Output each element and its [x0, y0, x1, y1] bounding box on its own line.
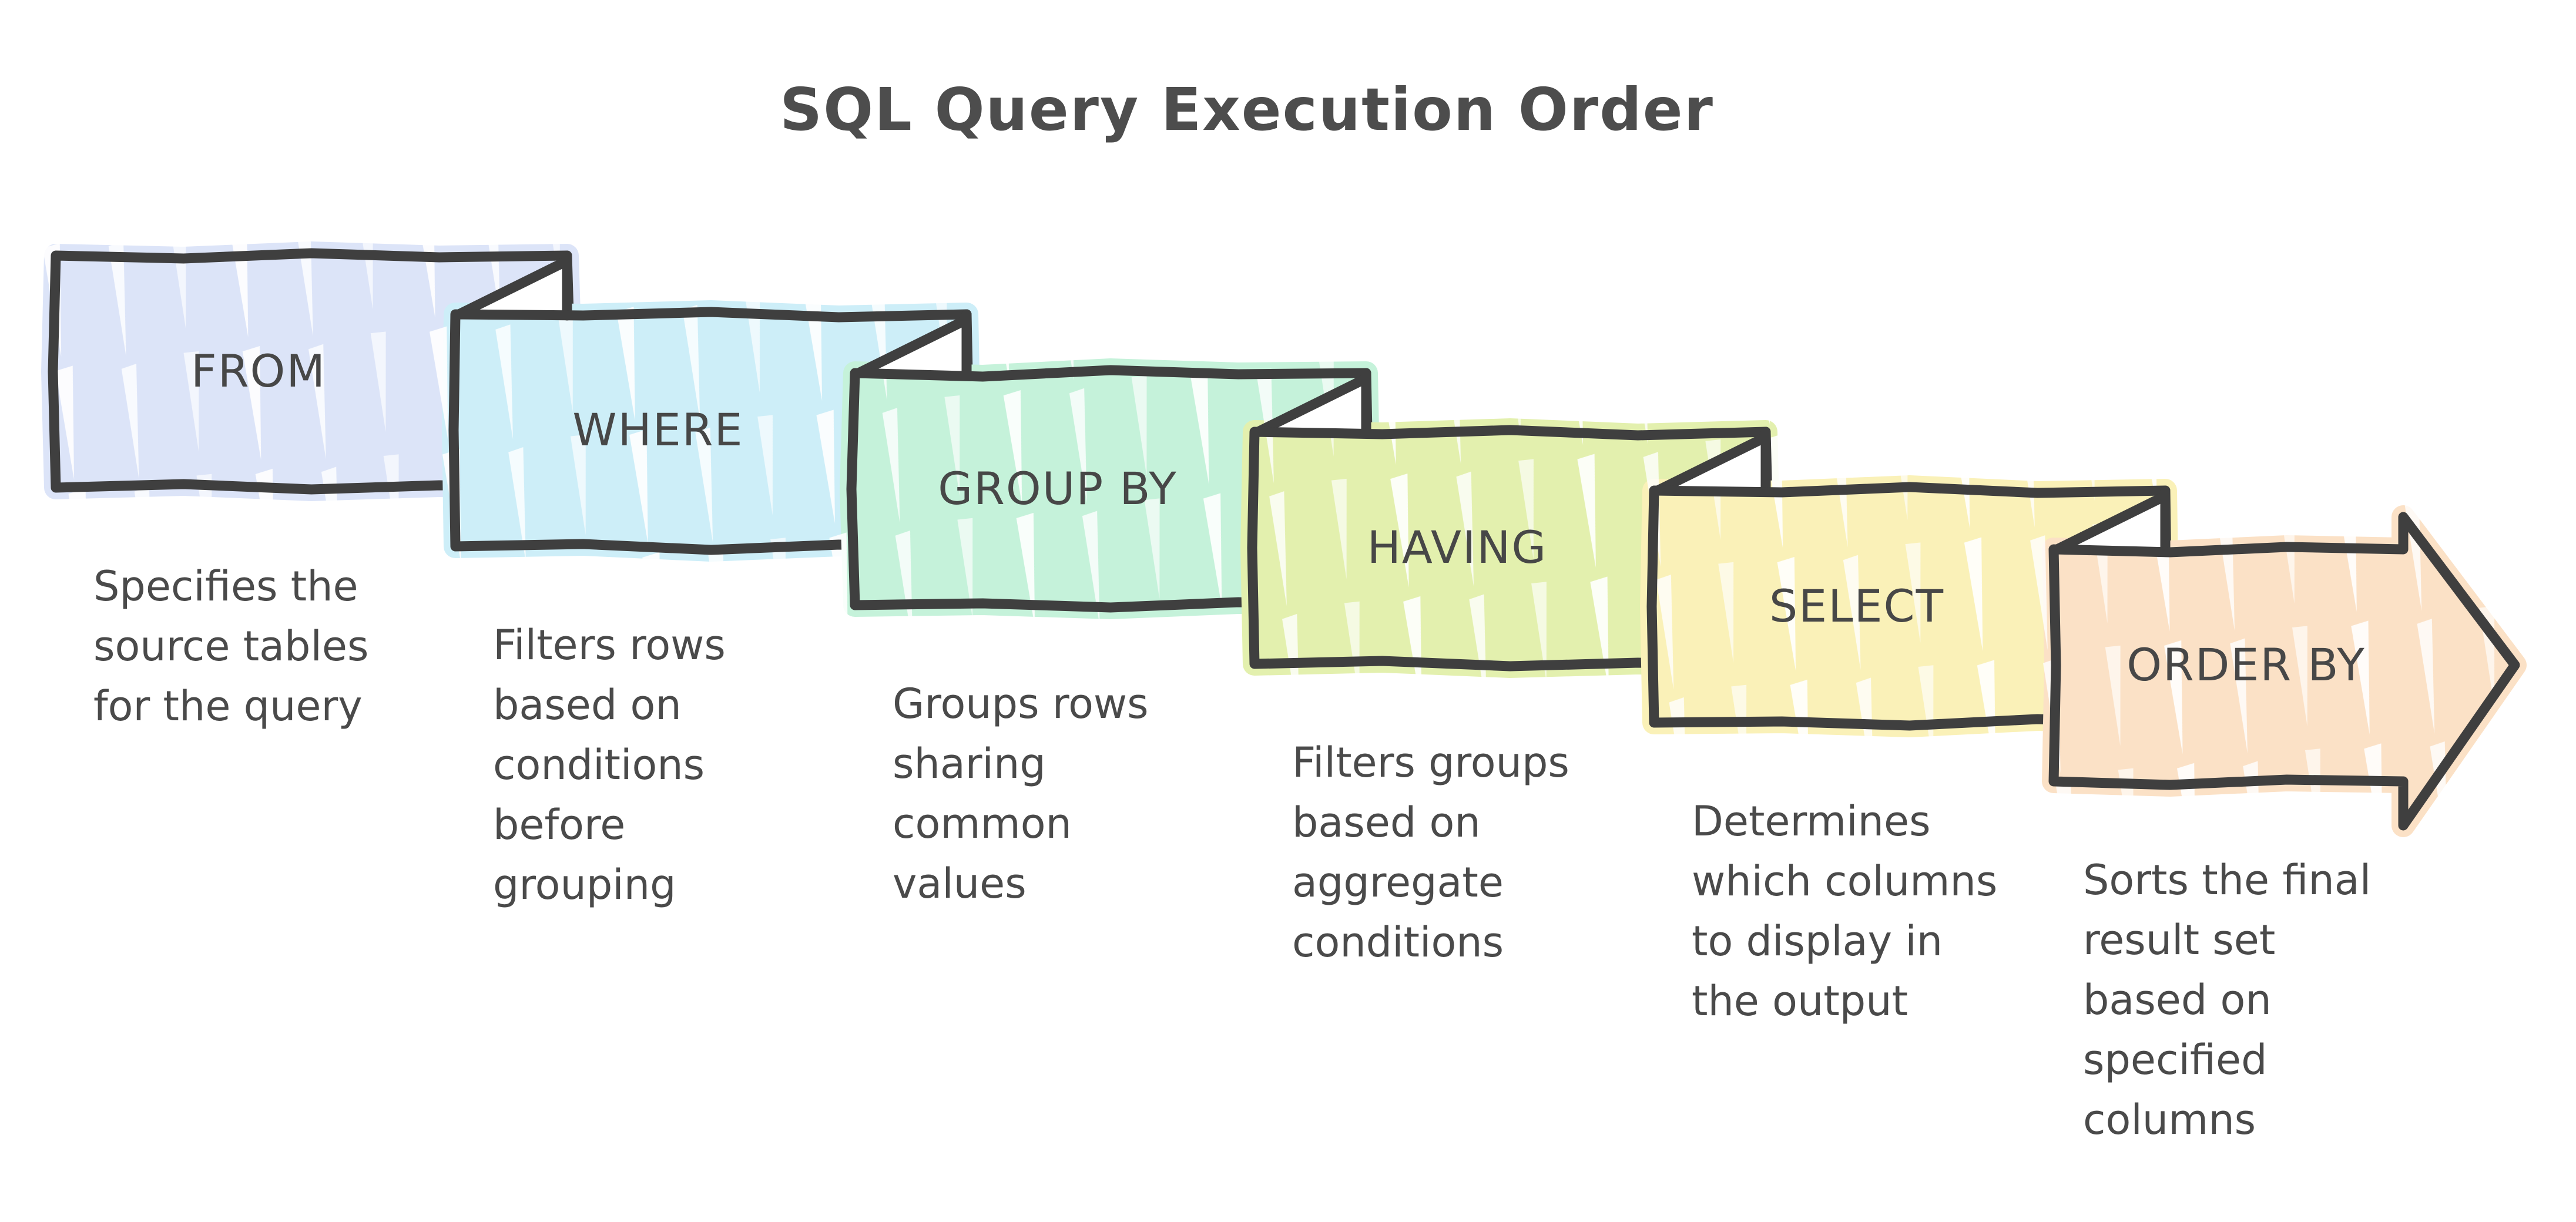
stage-label-group-by: GROUP BY	[938, 462, 1178, 515]
stage-label-where: WHERE	[572, 404, 744, 456]
stage-label-having: HAVING	[1367, 521, 1548, 573]
stage-description-where: Filters rows based on conditions before …	[493, 621, 726, 909]
stage-description-group-by: Groups rows sharing common values	[893, 680, 1149, 908]
stage-label-from: FROM	[191, 345, 326, 397]
stage-label-select: SELECT	[1769, 580, 1945, 632]
stage-shape-order-by	[2042, 485, 2527, 837]
stage-shape-having	[1240, 368, 1780, 678]
diagram-title: SQL Query Execution Order	[780, 75, 1714, 144]
stage-description-from: Specifies the source tables for the quer…	[93, 562, 369, 730]
stage-description-order-by: Sorts the final result set based on spec…	[2083, 856, 2372, 1144]
stage-label-order-by: ORDER BY	[2126, 639, 2366, 691]
stage-description-having: Filters groups based on aggregate condit…	[1292, 738, 1569, 966]
stage-description-select: Determines which columns to display in t…	[1692, 797, 1998, 1025]
